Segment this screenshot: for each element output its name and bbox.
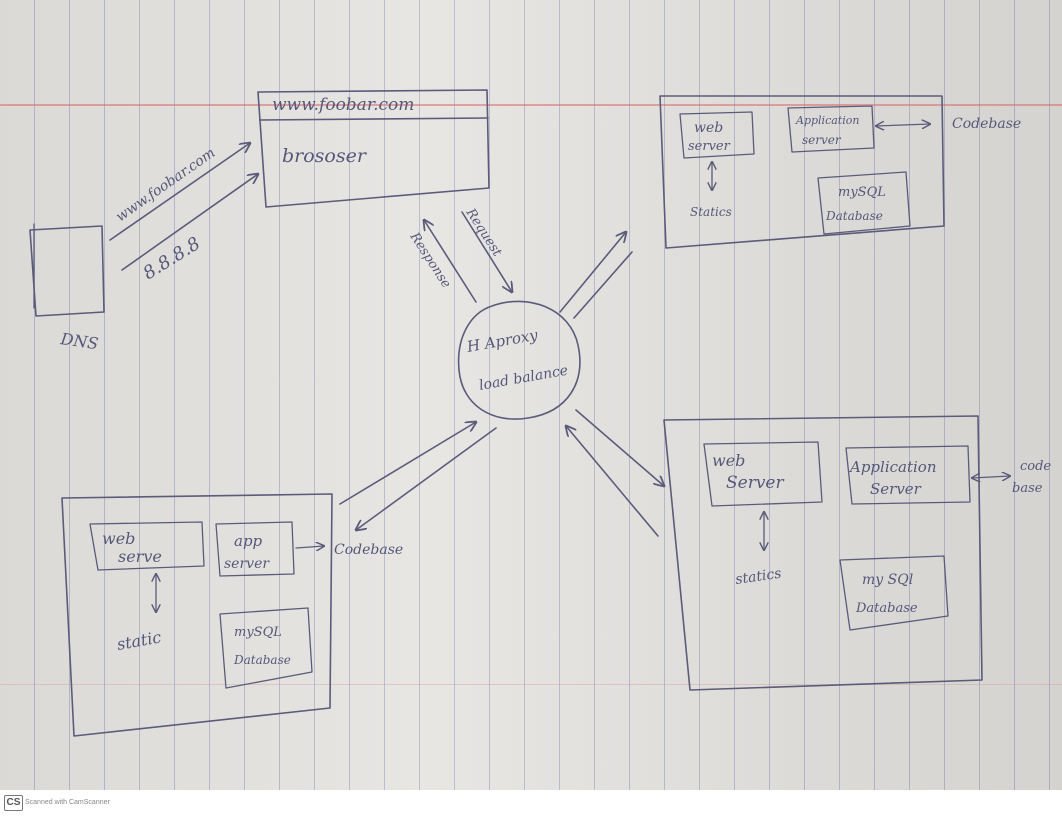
notebook-paper [0,0,1062,790]
top-statics-label: Statics [690,205,732,219]
right-mysql-db: my SQl Database [839,555,949,631]
svg-text:base: base [1012,481,1043,496]
left-web-server: web serve [89,521,205,571]
lb-to-right-server-arrow [575,409,664,486]
svg-text:server: server [224,556,270,572]
svg-text:Application: Application [795,114,859,127]
svg-text:server: server [688,139,731,154]
faint-rule-line [0,684,1062,685]
right-app-server: Application Server [845,445,971,505]
lb-to-top-server-arrow [559,232,626,313]
left-server-to-lb-arrow [339,422,476,505]
svg-text:web: web [712,451,745,470]
right-codebase-arrow [972,476,1010,478]
response-label: Response [406,229,454,291]
footer-text: Scanned with CamScanner [25,799,110,806]
svg-text:app: app [234,532,263,550]
request-arrow [461,211,512,292]
dns-label: DNS [58,329,99,353]
left-codebase-arrow [295,546,324,548]
right-web-server: web Server [703,441,823,507]
svg-text:my SQl: my SQl [862,572,913,588]
lb-label-line2: load balance [478,363,569,394]
browser-window: www.foobar.com brososer [257,89,490,208]
dns-server: DNS [29,223,105,353]
server-bottom-right: web Server Application Server code base … [663,415,1051,691]
svg-text:code: code [1020,459,1051,474]
dns-ip-label: 8.8.8.8 [140,233,205,284]
top-app-server: Application server [787,105,875,153]
server-top: web server Application server Codebase S… [659,95,1021,249]
browser-url: www.foobar.com [272,95,414,115]
left-statics-label: static [115,627,162,653]
dns-query-arrow [109,143,250,241]
lb-label-line1: H Aproxy [465,326,540,356]
lb-to-left-server-arrow [356,427,497,530]
scanner-footer: CS Scanned with CamScanner [0,790,1062,816]
request-label: Request [462,205,505,260]
right-statics-label: statics [734,566,782,588]
dns-response-arrow [121,174,258,271]
top-codebase-arrow [876,124,930,126]
left-mysql-db: mySQL Database [219,607,313,689]
architecture-diagram: www.foobar.com brososer DNS www.foobar.c… [29,89,1051,737]
right-server-to-lb-arrow [566,426,659,537]
top-codebase-label: Codebase [952,116,1021,132]
svg-text:mySQL: mySQL [838,185,886,200]
svg-text:mySQL: mySQL [234,625,282,640]
load-balancer: H Aproxy load balance [457,300,581,420]
svg-text:Server: Server [870,480,922,498]
svg-text:Database: Database [855,601,918,616]
svg-text:serve: serve [118,547,162,566]
left-codebase-label: Codebase [334,542,403,558]
svg-text:web: web [694,120,723,136]
response-arrow [424,220,477,303]
margin-line [0,104,1062,106]
browser-label: brososer [282,145,368,167]
svg-text:Application: Application [848,458,937,476]
camscanner-logo: CS [4,795,23,811]
svg-text:server: server [802,133,842,147]
svg-text:Database: Database [233,653,291,667]
svg-text:Database: Database [825,209,883,223]
server-bottom-left: web serve app server Codebase static myS… [61,493,403,737]
left-app-server: app server [215,521,295,577]
svg-text:Server: Server [726,473,784,493]
top-web-server: web server [679,111,755,159]
svg-text:web: web [102,529,135,548]
top-mysql-db: mySQL Database [817,171,911,235]
lb-to-top-server-arrow-2 [573,251,633,319]
